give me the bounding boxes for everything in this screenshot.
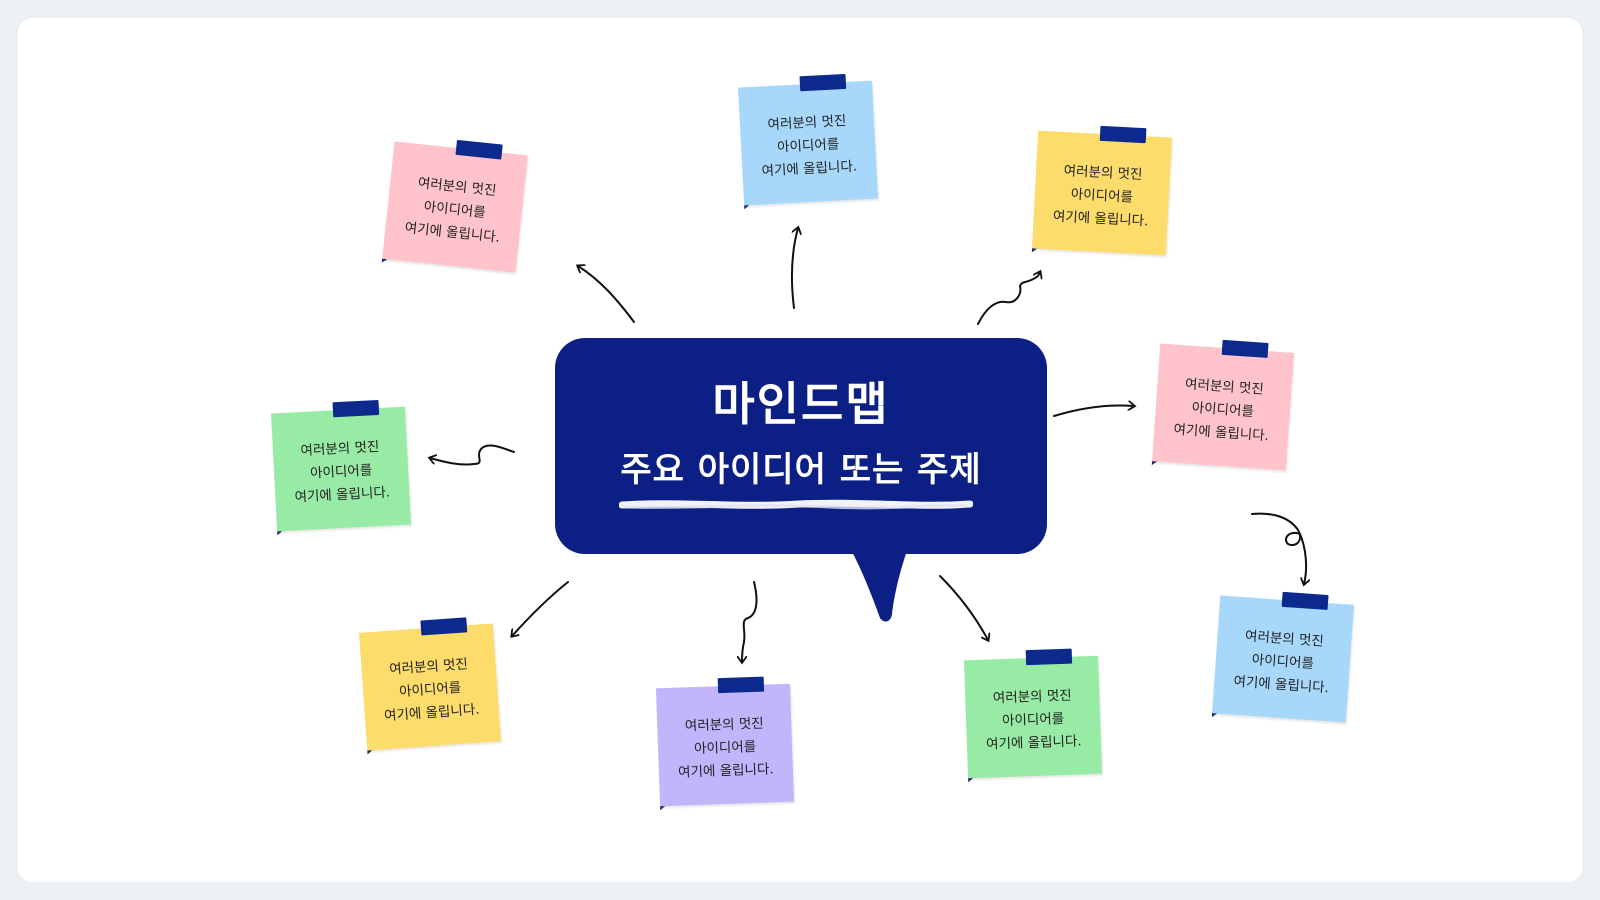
sticky-note: 여러분의 멋진 아이디어를 여기에 올립니다. [381, 139, 528, 273]
note-corner [1151, 461, 1158, 466]
sticky-note: 여러분의 멋진 아이디어를 여기에 올립니다. [655, 676, 795, 811]
sticky-note: 여러분의 멋진 아이디어를 여기에 올립니다. [1151, 339, 1294, 471]
central-subtitle: 주요 아이디어 또는 주제 [620, 450, 982, 490]
sticky-note-text: 여러분의 멋진 아이디어를 여기에 올립니다. [985, 687, 1082, 753]
chalk-underline [619, 499, 973, 510]
central-topic-bubble: 마인드맵 주요 아이디어 또는 주제 [555, 338, 1047, 554]
sticky-note: 여러분의 멋진 아이디어를 여기에 올립니다. [1211, 591, 1354, 723]
connector-layer [18, 18, 1582, 882]
note-corner [1211, 713, 1218, 718]
connector-arrow [939, 575, 988, 640]
canvas: 여러분의 멋진 아이디어를 여기에 올립니다. 여러분의 멋진 아이디어를 여기에… [18, 18, 1582, 882]
tape-strip [1221, 339, 1269, 358]
sticky-note-text: 여러분의 멋진 아이디어를 여기에 올립니다. [761, 112, 858, 179]
sticky-note-text: 여러분의 멋진 아이디어를 여기에 올립니다. [1052, 162, 1149, 229]
tape-strip [1025, 648, 1073, 666]
sticky-note-text: 여러분의 멋진 아이디어를 여기에 올립니다. [294, 438, 391, 505]
central-title: 마인드맵 [712, 377, 890, 431]
sticky-note-text: 여러분의 멋진 아이디어를 여기에 올립니다. [383, 655, 480, 724]
tape-strip [420, 617, 468, 636]
sticky-note-text: 여러분의 멋진 아이디어를 여기에 올립니다. [403, 174, 501, 246]
connector-arrow [742, 581, 758, 662]
tape-strip [1099, 125, 1147, 144]
tape-strip [717, 676, 765, 694]
note-corner [277, 531, 283, 536]
sticky-note-text: 여러분의 멋진 아이디어를 여기에 올립니다. [1233, 627, 1330, 696]
connector-arrow [578, 266, 635, 323]
connector-arrow [430, 444, 515, 466]
note-corner [367, 750, 373, 755]
connector-arrow [512, 581, 569, 636]
note-corner [1031, 248, 1037, 253]
connector-arrow [1251, 512, 1306, 584]
sticky-note: 여러분의 멋진 아이디어를 여기에 올립니다. [271, 399, 411, 536]
sticky-note: 여러분의 멋진 아이디어를 여기에 올립니다. [738, 73, 878, 210]
note-corner [968, 778, 974, 783]
note-corner [660, 806, 666, 811]
sticky-note: 여러분의 멋진 아이디어를 여기에 올립니다. [359, 617, 501, 755]
sticky-note: 여러분의 멋진 아이디어를 여기에 올립니다. [963, 648, 1103, 783]
sticky-note-text: 여러분의 멋진 아이디어를 여기에 올립니다. [677, 715, 774, 781]
note-corner [744, 205, 750, 210]
sticky-note-text: 여러분의 멋진 아이디어를 여기에 올립니다. [1173, 375, 1270, 444]
bubble-tail [850, 548, 908, 622]
connector-arrow [977, 272, 1040, 325]
sticky-note: 여러분의 멋진 아이디어를 여기에 올립니다. [1031, 125, 1172, 256]
tape-strip [1281, 591, 1329, 610]
tape-strip [799, 73, 847, 92]
note-corner [381, 258, 388, 264]
tape-strip [332, 399, 380, 418]
connector-arrow [790, 228, 798, 309]
connector-arrow [1053, 405, 1134, 417]
